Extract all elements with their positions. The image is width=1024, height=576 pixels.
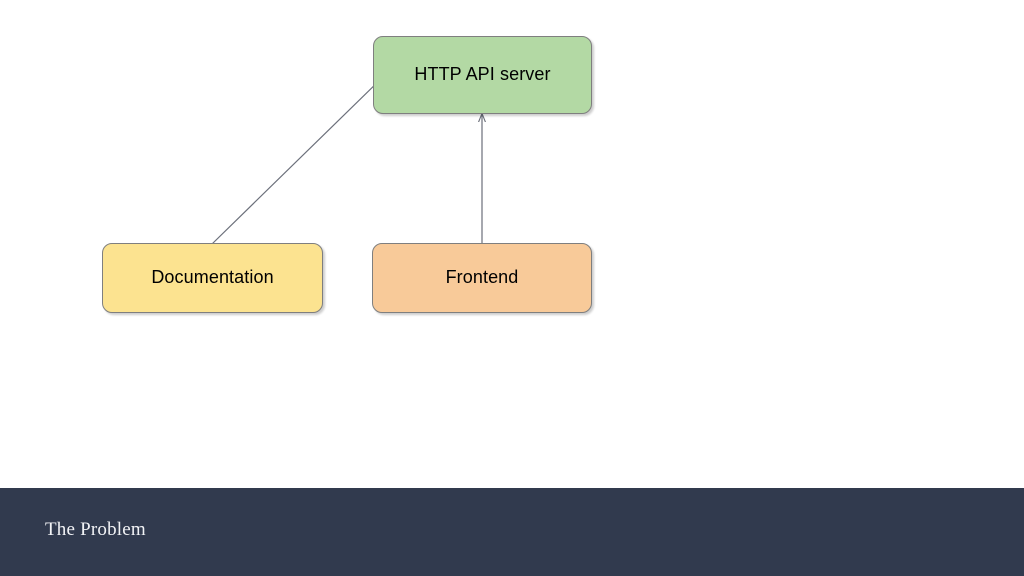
node-documentation-label: Documentation	[151, 267, 274, 288]
node-http-api-server-label: HTTP API server	[414, 64, 551, 85]
node-frontend-label: Frontend	[445, 267, 519, 288]
node-documentation[interactable]: Documentation	[102, 243, 323, 313]
node-http-api-server[interactable]: HTTP API server	[373, 36, 592, 114]
slide-footer-bar: The Problem	[0, 488, 1024, 576]
slide-footer-title: The Problem	[45, 519, 146, 540]
edge-documentation-to-api	[211, 75, 385, 245]
diagram-area: HTTP API server Documentation Frontend	[102, 36, 592, 313]
node-frontend[interactable]: Frontend	[372, 243, 592, 313]
